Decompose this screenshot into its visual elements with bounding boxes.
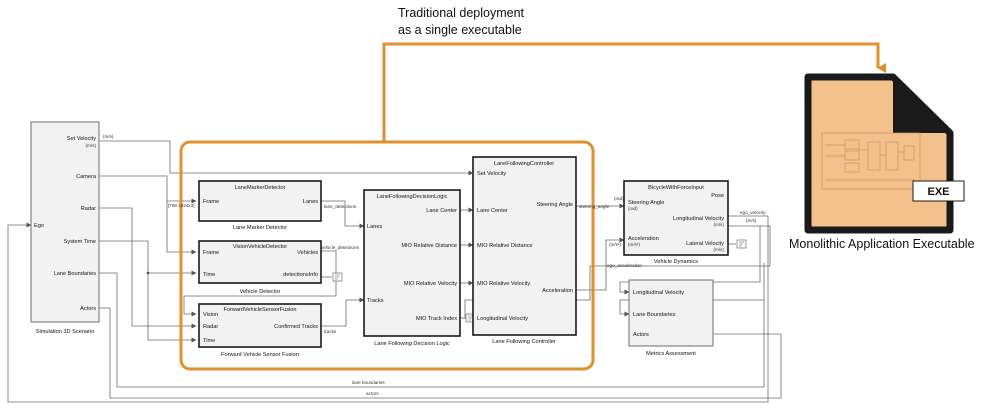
- controller-port-longitudinal-velocity: Longitudinal Velocity: [477, 316, 528, 322]
- metrics-port-actors: Actors: [633, 332, 649, 338]
- metrics-port-longitudinal-velocity: Longitudinal Velocity: [633, 290, 684, 296]
- port-camera: Camera: [76, 174, 97, 180]
- signal-lane-detections: lane_detections: [324, 204, 357, 209]
- dynamics-port-steering-angle: Steering Angle: [628, 200, 664, 206]
- set-velocity-unit-label: (m/s): [103, 134, 114, 139]
- lane-marker-detector-block[interactable]: LaneMarkerDetector Frame Lanes: [198, 180, 322, 222]
- terminator-icons: [332, 239, 747, 323]
- fusion-port-radar: Radar: [203, 324, 218, 330]
- vehicle-detector-block-name: VisionVehicleDetector: [233, 244, 287, 250]
- fusion-block-name: ForwardVehicleSensorFusion: [223, 307, 296, 313]
- sim3d-caption: Simulation 3D Scenario: [36, 329, 94, 335]
- decision-block-name: LaneFollowingDecisionLogic: [377, 194, 448, 200]
- exe-thumbnail-diagram: [821, 132, 921, 190]
- decision-port-mio-track-index: MIO Track Index: [416, 316, 457, 322]
- exe-document-icon: EXE: [804, 73, 965, 234]
- lane-marker-caption: Lane Marker Detector: [233, 225, 287, 231]
- controller-port-lane-center: Lane Center: [477, 208, 508, 214]
- lane-marker-port-frame: Frame: [203, 199, 219, 205]
- controller-caption: Lane Following Controller: [492, 339, 556, 345]
- decision-port-lanes: Lanes: [367, 224, 382, 230]
- ego-velocity-unit-label: (m/s): [746, 218, 757, 223]
- signal-actors: actors: [366, 391, 379, 396]
- port-ego: Ego: [34, 223, 44, 229]
- deployment-arrow: [382, 42, 886, 142]
- port-lane-boundaries: Lane Boundaries: [54, 271, 97, 277]
- vehicle-detector-port-frame: Frame: [203, 250, 219, 256]
- metrics-assessment-block[interactable]: Longitudinal Velocity Lane Boundaries Ac…: [628, 279, 714, 347]
- title-line-2: as a single executable: [398, 23, 522, 37]
- controller-port-mio-velocity: MIO Relative Velocity: [477, 281, 530, 287]
- signal-lane-boundaries: lane boundaries: [352, 380, 385, 385]
- fusion-port-time: Time: [203, 338, 215, 344]
- decision-port-tracks: Tracks: [367, 298, 384, 304]
- fusion-caption: Forward Vehicle Sensor Fusion: [221, 352, 299, 358]
- decision-caption: Lane Following Decision Logic: [374, 341, 450, 347]
- decision-port-lane-center: Lane Center: [426, 208, 457, 214]
- dynamics-port-longitudinal-unit: (m/s): [714, 222, 725, 227]
- steering-unit-label: (rad): [614, 196, 624, 201]
- vehicle-detector-port-vehicles: Vehicles: [297, 250, 318, 256]
- port-set-velocity-unit: (m/s): [86, 143, 97, 148]
- signal-ego-velocity: ego_velocity: [740, 210, 766, 215]
- controller-port-mio-distance: MIO Relative Distance: [477, 243, 533, 249]
- port-radar: Radar: [81, 206, 96, 212]
- dynamics-port-lateral-unit: (m/s): [714, 247, 725, 252]
- fusion-port-vision: Vision: [203, 312, 218, 318]
- dynamics-block-name: BicycleWithForceInput: [648, 185, 704, 191]
- dynamics-port-longitudinal-velocity: Longitudinal Velocity: [673, 216, 724, 222]
- exe-badge-label: EXE: [927, 186, 949, 198]
- dynamics-port-acceleration-unit: (m/s²): [628, 242, 640, 247]
- vehicle-detector-port-time: Time: [203, 272, 215, 278]
- signal-tracks: tracks: [324, 329, 337, 334]
- signal-steering-angle: steering_angle: [579, 204, 610, 209]
- vehicle-dynamics-block[interactable]: BicycleWithForceInput Steering Angle (ra…: [623, 180, 729, 256]
- title-line-1: Traditional deployment: [398, 6, 525, 20]
- dynamics-port-pose: Pose: [711, 193, 724, 199]
- port-system-time: System Time: [64, 239, 96, 245]
- fusion-port-confirmed-tracks: Confirmed Tracks: [274, 324, 318, 330]
- dynamics-port-acceleration: Acceleration: [628, 236, 659, 242]
- decision-port-mio-distance: MIO Relative Distance: [401, 243, 457, 249]
- vehicle-detector-port-detections-info: detectionsInfo: [283, 272, 318, 278]
- camera-size-label: [768 1024x3]: [168, 203, 195, 208]
- vehicle-detector-block[interactable]: VisionVehicleDetector Frame Time Vehicle…: [198, 240, 322, 284]
- exe-caption: Monolithic Application Executable: [789, 237, 975, 251]
- dynamics-port-steering-unit: (rad): [628, 206, 638, 211]
- dynamics-port-lateral-velocity: Lateral Velocity: [686, 241, 724, 247]
- metrics-caption: Metrics Assessment: [646, 351, 696, 357]
- lane-marker-block-name: LaneMarkerDetector: [235, 185, 286, 191]
- lane-marker-port-lanes: Lanes: [303, 199, 318, 205]
- controller-block-name: LaneFollowingController: [494, 161, 554, 167]
- dynamics-caption: Vehicle Dynamics: [654, 259, 698, 265]
- decision-logic-block[interactable]: LaneFollowingDecisionLogic Lanes Tracks …: [363, 189, 461, 337]
- application-boundary-frame: [179, 140, 595, 371]
- decision-port-mio-velocity: MIO Relative Velocity: [404, 281, 457, 287]
- sensor-fusion-block[interactable]: ForwardVehicleSensorFusion Vision Radar …: [198, 303, 322, 348]
- metrics-port-lane-boundaries: Lane Boundaries: [633, 312, 676, 318]
- controller-block[interactable]: LaneFollowingController Set Velocity Lan…: [472, 156, 577, 336]
- signal-vehicle-detections: vehicle_detections: [321, 245, 359, 250]
- port-actors: Actors: [80, 306, 96, 312]
- controller-port-acceleration: Acceleration: [542, 288, 573, 294]
- controller-port-steering-angle: Steering Angle: [537, 202, 573, 208]
- controller-port-set-velocity: Set Velocity: [477, 171, 506, 177]
- exe-badge-box: [912, 180, 965, 202]
- signal-ego-acceleration: ego_acceleration: [607, 263, 642, 268]
- simulation-3d-scenario-block[interactable]: Set Velocity (m/s) Camera Radar System T…: [30, 121, 114, 323]
- vehicle-detector-caption: Vehicle Detector: [240, 289, 281, 295]
- port-set-velocity: Set Velocity: [67, 136, 96, 142]
- acceleration-unit-label: (m/s²): [609, 242, 621, 247]
